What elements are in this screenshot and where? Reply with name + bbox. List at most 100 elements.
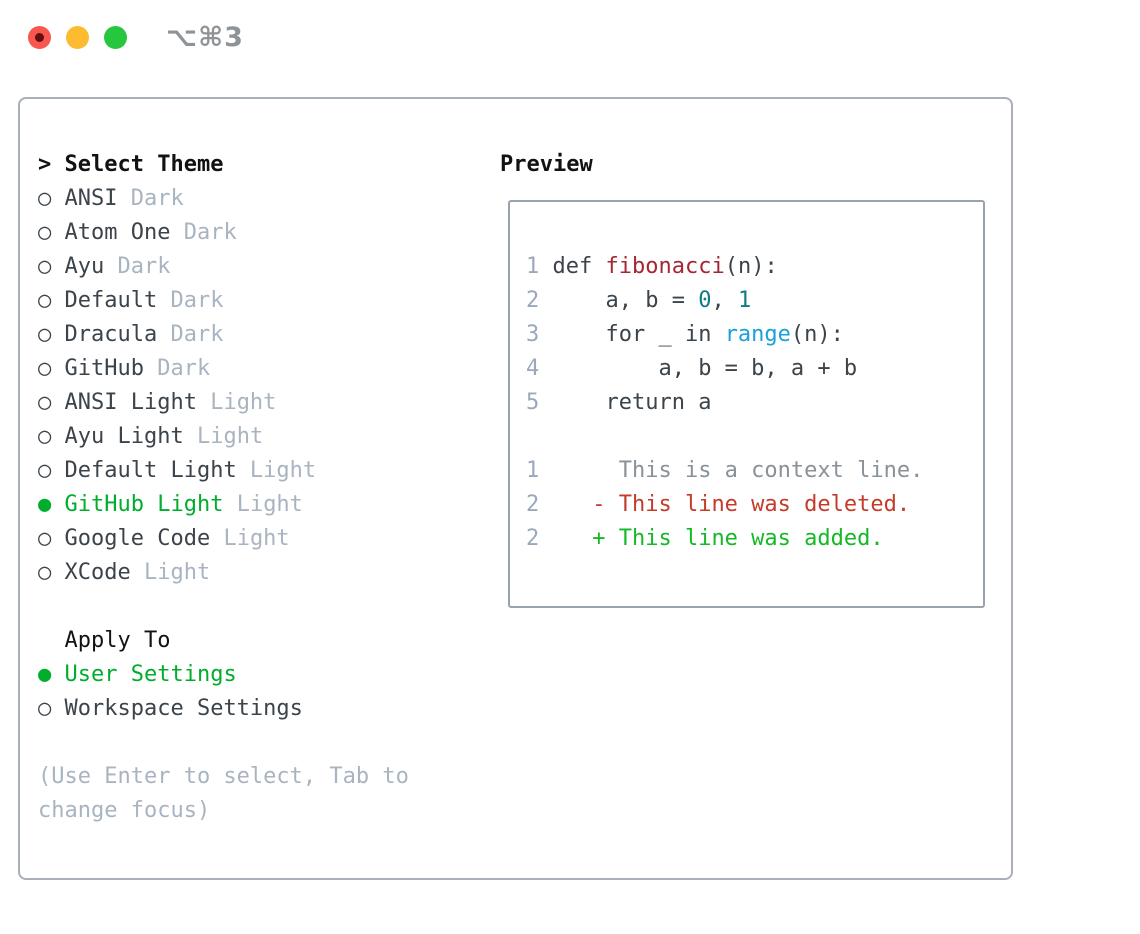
- close-button[interactable]: [28, 26, 51, 49]
- theme-name: ANSI Light: [64, 390, 197, 415]
- theme-list: ○ ANSI Dark○ Atom One Dark○ Ayu Dark○ De…: [38, 182, 409, 590]
- theme-name: XCode: [64, 560, 131, 585]
- theme-variant: Dark: [157, 288, 224, 313]
- spacer: [38, 590, 409, 624]
- code-token: def: [552, 254, 606, 279]
- apply-to-header: Apply To: [64, 628, 171, 653]
- apply-option-user-settings[interactable]: ● User Settings: [38, 658, 409, 692]
- theme-name: Ayu Light: [64, 424, 184, 449]
- theme-variant: Dark: [170, 220, 237, 245]
- minimize-button[interactable]: [66, 26, 89, 49]
- zoom-button[interactable]: [104, 26, 127, 49]
- blank-line: [526, 420, 983, 454]
- code-line: 1 def fibonacci(n):: [526, 250, 983, 284]
- apply-option-label: User Settings: [64, 662, 237, 687]
- radio-unselected-icon: ○: [38, 424, 65, 449]
- theme-name: Default Light: [64, 458, 237, 483]
- diff-deleted-line: 2 - This line was deleted.: [526, 488, 983, 522]
- theme-variant: Light: [210, 526, 290, 551]
- theme-option-default-light[interactable]: ○ Default Light Light: [38, 454, 409, 488]
- select-theme-header: > Select Theme: [38, 148, 409, 182]
- preview-title: Preview: [500, 152, 593, 177]
- code-token: range: [724, 322, 791, 347]
- radio-unselected-icon: ○: [38, 254, 65, 279]
- radio-unselected-icon: ○: [38, 390, 65, 415]
- caret-icon: >: [38, 152, 52, 177]
- line-number: 4: [526, 356, 553, 381]
- theme-name: Google Code: [64, 526, 211, 551]
- code-token: This is a context line.: [552, 458, 924, 483]
- theme-option-xcode[interactable]: ○ XCode Light: [38, 556, 409, 590]
- code-line: 3 for _ in range(n):: [526, 318, 983, 352]
- code-token: + This line was added.: [552, 526, 884, 551]
- theme-name: Dracula: [64, 322, 158, 347]
- apply-option-label: Workspace Settings: [64, 696, 303, 721]
- theme-variant: Dark: [157, 322, 224, 347]
- theme-option-ayu[interactable]: ○ Ayu Dark: [38, 250, 409, 284]
- theme-option-ayu-light[interactable]: ○ Ayu Light Light: [38, 420, 409, 454]
- code-token: for _ in: [552, 322, 725, 347]
- theme-name: Default: [64, 288, 158, 313]
- select-theme-title: Select Theme: [64, 152, 224, 177]
- code-token: a, b =: [552, 288, 699, 313]
- preview-header: Preview: [500, 148, 593, 182]
- theme-option-dracula[interactable]: ○ Dracula Dark: [38, 318, 409, 352]
- code-token: - This line was deleted.: [552, 492, 911, 517]
- theme-option-github-light[interactable]: ● GitHub Light Light: [38, 488, 409, 522]
- radio-unselected-icon: ○: [38, 356, 65, 381]
- theme-variant: Dark: [117, 186, 184, 211]
- theme-option-ansi-light[interactable]: ○ ANSI Light Light: [38, 386, 409, 420]
- theme-name: ANSI: [64, 186, 118, 211]
- code-line: 5 return a: [526, 386, 983, 420]
- theme-variant: Light: [196, 390, 277, 415]
- theme-option-ansi[interactable]: ○ ANSI Dark: [38, 182, 409, 216]
- code-token: a, b = b, a + b: [552, 356, 858, 381]
- line-number: 2: [526, 526, 553, 551]
- theme-option-google-code[interactable]: ○ Google Code Light: [38, 522, 409, 556]
- theme-variant: Dark: [143, 356, 211, 381]
- titlebar: ⌥⌘3: [28, 22, 244, 53]
- line-number: 1: [526, 458, 553, 483]
- code-line: 4 a, b = b, a + b: [526, 352, 983, 386]
- radio-selected-icon: ●: [38, 492, 65, 517]
- radio-unselected-icon: ○: [38, 186, 65, 211]
- code-line: 2 a, b = 0, 1: [526, 284, 983, 318]
- apply-to-list: ● User Settings○ Workspace Settings: [38, 658, 409, 726]
- code-token: return a: [552, 390, 712, 415]
- help-text: (Use Enter to select, Tab to change focus…: [38, 760, 409, 828]
- theme-option-default[interactable]: ○ Default Dark: [38, 284, 409, 318]
- line-number: 5: [526, 390, 553, 415]
- theme-name: Ayu: [64, 254, 105, 279]
- code-token: fibonacci: [605, 254, 725, 279]
- apply-option-workspace-settings[interactable]: ○ Workspace Settings: [38, 692, 409, 726]
- help-text-line: (Use Enter to select, Tab to: [38, 764, 409, 789]
- theme-variant: Dark: [104, 254, 171, 279]
- theme-option-github[interactable]: ○ GitHub Dark: [38, 352, 409, 386]
- radio-selected-icon: ●: [38, 662, 65, 687]
- line-number: 3: [526, 322, 553, 347]
- spacer: [38, 726, 409, 760]
- code-token: 1: [737, 288, 752, 313]
- theme-name: Atom One: [64, 220, 171, 245]
- theme-selector-column: > Select Theme ○ ANSI Dark○ Atom One Dar…: [38, 148, 409, 828]
- theme-variant: Light: [223, 492, 303, 517]
- theme-option-atom-one[interactable]: ○ Atom One Dark: [38, 216, 409, 250]
- theme-name: GitHub: [64, 356, 144, 381]
- radio-unselected-icon: ○: [38, 288, 65, 313]
- radio-unselected-icon: ○: [38, 696, 65, 721]
- radio-unselected-icon: ○: [38, 220, 65, 245]
- theme-variant: Light: [183, 424, 264, 449]
- theme-name: GitHub Light: [64, 492, 224, 517]
- help-text-line: change focus): [38, 798, 211, 823]
- line-number: 1: [526, 254, 553, 279]
- code-token: ,: [711, 288, 738, 313]
- window-title: ⌥⌘3: [166, 22, 244, 53]
- radio-unselected-icon: ○: [38, 560, 65, 585]
- theme-picker-panel: > Select Theme ○ ANSI Dark○ Atom One Dar…: [18, 97, 1013, 880]
- line-number: 2: [526, 492, 553, 517]
- code-token: (n):: [724, 254, 778, 279]
- theme-variant: Light: [130, 560, 211, 585]
